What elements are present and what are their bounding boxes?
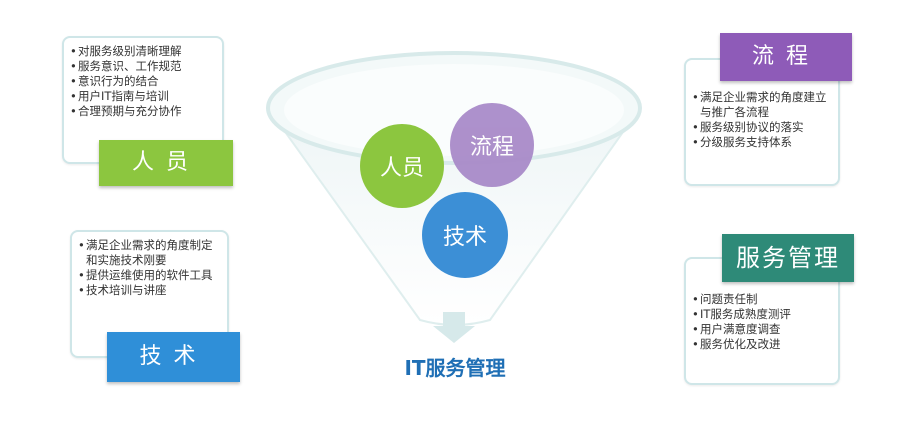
list-item: 服务意识、工作规范 [70, 59, 222, 74]
list-item: 合理预期与充分协作 [70, 104, 222, 119]
funnel-rim-inner [284, 64, 624, 156]
list-item: 用户IT指南与培训 [70, 89, 222, 104]
tag-process: 流程 [720, 33, 852, 81]
circle-liucheng-label: 流程 [469, 135, 514, 160]
process-list: 满足企业需求的角度建立与推广各流程 服务级别协议的落实 分级服务支持体系 [692, 90, 832, 150]
list-item: 用户满意度调查 [692, 322, 832, 337]
list-item: 技术培训与讲座 [78, 283, 221, 298]
list-item: 分级服务支持体系 [692, 135, 832, 150]
list-item: 服务优化及改进 [692, 337, 832, 352]
box-process: 满足企业需求的角度建立与推广各流程 服务级别协议的落实 分级服务支持体系 [684, 58, 840, 186]
list-item: 满足企业需求的角度建立与推广各流程 [692, 90, 832, 120]
down-arrow-icon [433, 312, 475, 343]
box-people: 对服务级别清晰理解 服务意识、工作规范 意识行为的结合 用户IT指南与培训 合理… [62, 36, 224, 164]
circle-jishu-label: 技术 [442, 225, 487, 250]
circle-jishu: 技术 [422, 192, 508, 278]
list-item: IT服务成熟度测评 [692, 307, 832, 322]
people-list: 对服务级别清晰理解 服务意识、工作规范 意识行为的结合 用户IT指南与培训 合理… [70, 44, 222, 119]
tag-tech: 技术 [107, 332, 240, 382]
list-item: 问题责任制 [692, 292, 832, 307]
list-item: 意识行为的结合 [70, 74, 222, 89]
circle-renyuan: 人员 [360, 124, 444, 208]
circle-renyuan-label: 人员 [379, 156, 424, 181]
circle-liucheng: 流程 [450, 103, 534, 187]
list-item: 提供运维使用的软件工具 [78, 268, 221, 283]
tag-service-mgmt: 服务管理 [722, 234, 854, 282]
funnel-bottom-label: IT服务管理 [404, 356, 506, 380]
tag-people: 人员 [99, 140, 233, 186]
service-mgmt-list: 问题责任制 IT服务成熟度测评 用户满意度调查 服务优化及改进 [692, 292, 832, 352]
list-item: 服务级别协议的落实 [692, 120, 832, 135]
list-item: 满足企业需求的角度制定和实施技术刚要 [78, 238, 221, 268]
tech-list: 满足企业需求的角度制定和实施技术刚要 提供运维使用的软件工具 技术培训与讲座 [78, 238, 221, 298]
list-item: 对服务级别清晰理解 [70, 44, 222, 59]
